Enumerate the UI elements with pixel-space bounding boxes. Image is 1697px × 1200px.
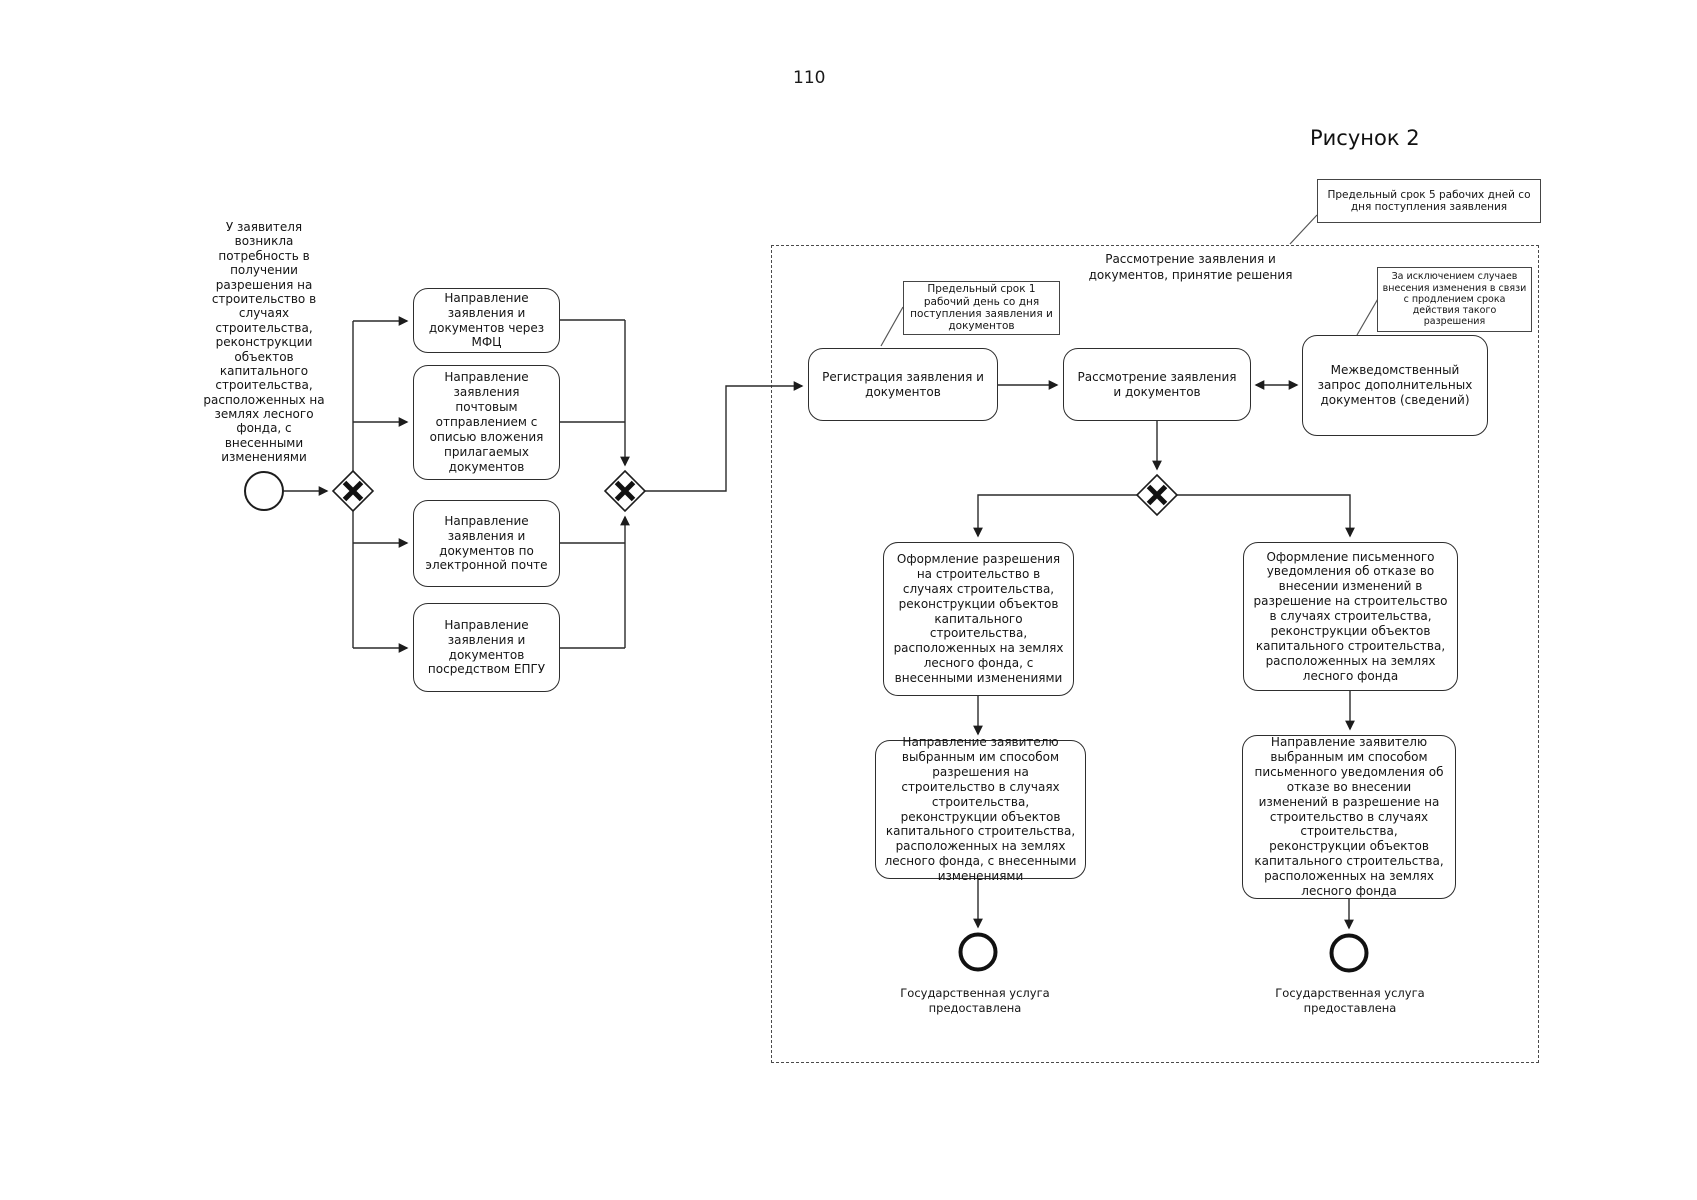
page-number: 110 bbox=[793, 68, 826, 88]
flow-decision-to-permit bbox=[973, 494, 1137, 538]
task-label: Оформление письменного уведомления об от… bbox=[1253, 549, 1448, 683]
annotation-line-deadline5 bbox=[1289, 214, 1318, 245]
task-send-via-epgu: Направление заявления и документов посре… bbox=[413, 603, 560, 692]
x-gateway-icon bbox=[614, 480, 636, 502]
annotation-text: За исключением случаев внесения изменени… bbox=[1382, 271, 1527, 328]
task-interagency-request: Межведомственный запрос дополнительных д… bbox=[1302, 335, 1488, 436]
start-event-circle bbox=[244, 471, 284, 511]
flow-decision-to-refusal bbox=[1177, 494, 1355, 538]
annotation-text: Предельный срок 1 рабочий день со дня по… bbox=[910, 283, 1053, 333]
task-label: Оформление разрешения на строительство в… bbox=[893, 552, 1064, 686]
task-send-by-mail: Направление заявления почтовым отправлен… bbox=[413, 365, 560, 480]
task-review: Рассмотрение заявления и документов bbox=[1063, 348, 1251, 421]
annotation-deadline-1-day: Предельный срок 1 рабочий день со дня по… bbox=[903, 281, 1060, 335]
task-send-refusal-to-applicant: Направление заявителю выбранным им спосо… bbox=[1242, 735, 1456, 899]
end-event-label-right: Государственная услуга предоставлена bbox=[1275, 986, 1425, 1015]
annotation-line-exception bbox=[1356, 296, 1380, 336]
annotation-line-deadline1 bbox=[880, 306, 904, 347]
task-send-by-email: Направление заявления и документов по эл… bbox=[413, 500, 560, 587]
task-label: Направление заявления и документов по эл… bbox=[425, 513, 548, 573]
exclusive-gateway-split bbox=[331, 469, 375, 513]
task-registration: Регистрация заявления и документов bbox=[808, 348, 998, 421]
subprocess-label: Рассмотрение заявления и документов, при… bbox=[1088, 252, 1293, 282]
annotation-deadline-5-days: Предельный срок 5 рабочих дней со дня по… bbox=[1317, 179, 1541, 223]
subprocess-container bbox=[771, 245, 1539, 1063]
end-event-circle-left bbox=[958, 932, 998, 972]
task-label: Направление заявления почтовым отправлен… bbox=[429, 370, 544, 474]
task-label: Направление заявления и документов посре… bbox=[427, 617, 546, 677]
end-event-circle-right bbox=[1329, 933, 1369, 973]
exclusive-gateway-merge bbox=[603, 469, 647, 513]
annotation-text: Предельный срок 5 рабочих дней со дня по… bbox=[1327, 188, 1531, 213]
task-label: Направление заявления и документов через… bbox=[428, 290, 545, 350]
task-label: Направление заявителю выбранным им спосо… bbox=[1254, 735, 1444, 898]
annotation-exception: За исключением случаев внесения изменени… bbox=[1377, 267, 1532, 332]
x-gateway-icon bbox=[1146, 484, 1168, 506]
start-event-description: У заявителя возникла потребность в получ… bbox=[203, 220, 325, 465]
task-label: Рассмотрение заявления и документов bbox=[1077, 369, 1237, 399]
figure-caption: Рисунок 2 bbox=[1310, 126, 1420, 150]
task-send-permit-to-applicant: Направление заявителю выбранным им спосо… bbox=[875, 735, 1086, 883]
x-gateway-icon bbox=[342, 480, 364, 502]
flow-merge-to-registration bbox=[645, 381, 804, 492]
task-send-via-mfc: Направление заявления и документов через… bbox=[413, 288, 560, 353]
exclusive-gateway-decision bbox=[1135, 473, 1179, 517]
task-label: Направление заявителю выбранным им спосо… bbox=[884, 735, 1077, 883]
sequence-flows bbox=[284, 316, 1355, 930]
end-event-label-left: Государственная услуга предоставлена bbox=[900, 986, 1050, 1015]
task-issue-permit: Оформление разрешения на строительство в… bbox=[883, 542, 1074, 696]
annotation-connectors bbox=[880, 214, 1380, 347]
task-label: Межведомственный запрос дополнительных д… bbox=[1317, 363, 1473, 407]
task-issue-refusal-notice: Оформление письменного уведомления об от… bbox=[1243, 542, 1458, 691]
task-label: Регистрация заявления и документов bbox=[822, 369, 984, 399]
